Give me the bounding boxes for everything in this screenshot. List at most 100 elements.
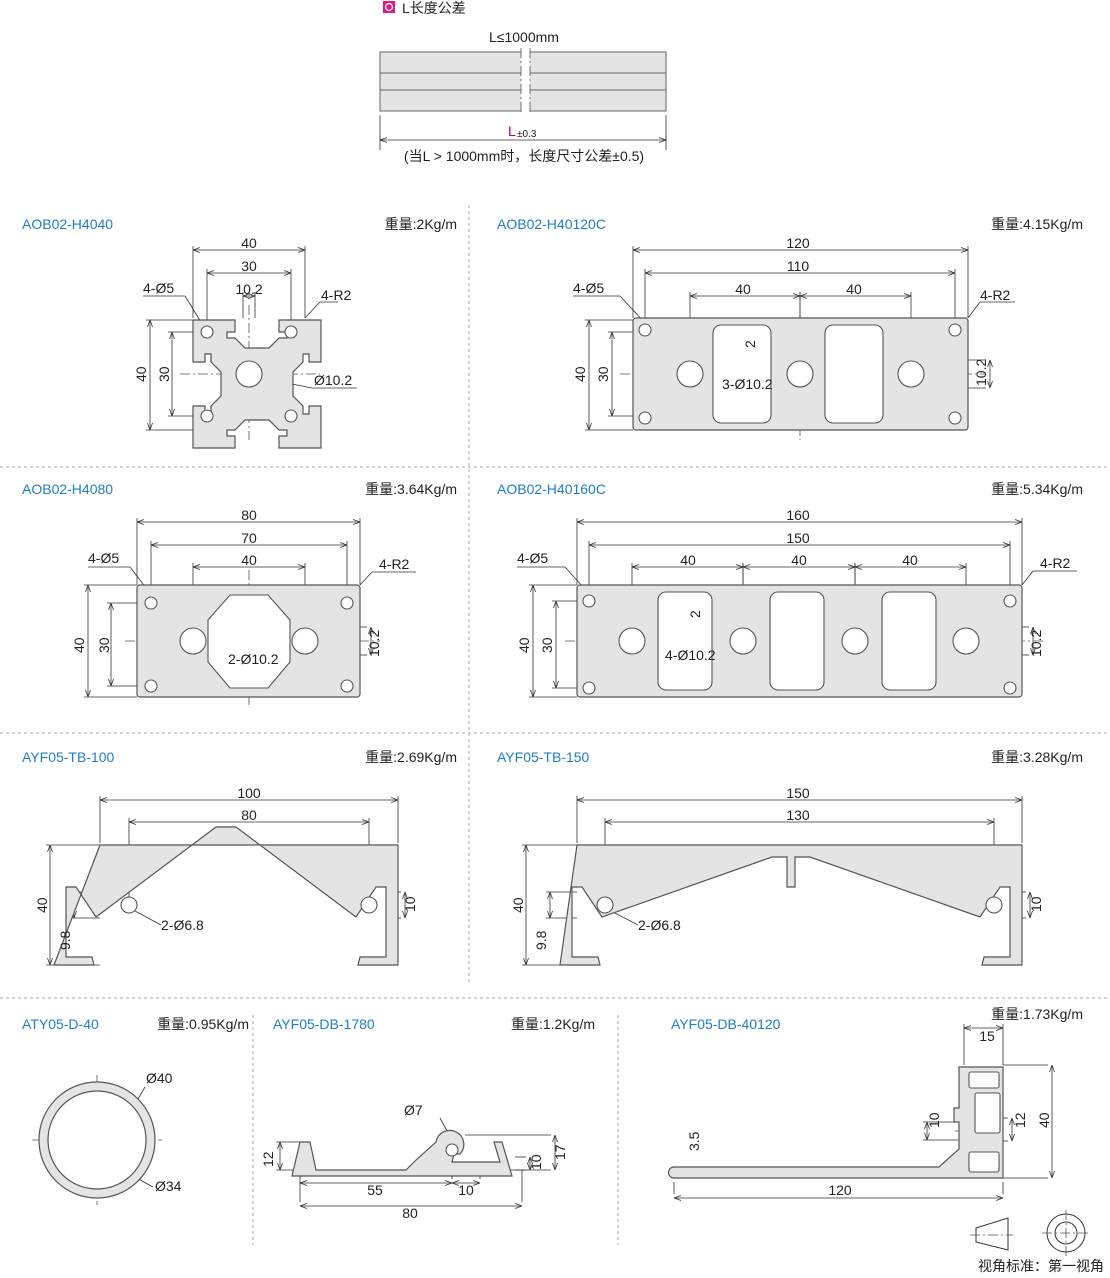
section-marker-circle <box>384 2 394 12</box>
dimension-line <box>147 422 151 431</box>
dimension-line <box>586 319 590 328</box>
dimension-line <box>1029 910 1033 919</box>
dimension-line <box>85 584 89 593</box>
dimension-line <box>1014 519 1023 523</box>
dimension-line <box>995 1195 1004 1199</box>
profile-shapes <box>38 317 1090 1256</box>
dimension-line <box>735 564 744 568</box>
dimension-line <box>379 137 388 141</box>
dimension-line <box>847 566 856 570</box>
dimension-line <box>149 422 153 431</box>
dimension-line <box>192 566 201 570</box>
dim-label: 40 <box>34 897 50 913</box>
dimension-line <box>926 1121 930 1130</box>
dimension-line <box>87 584 91 593</box>
dimension-line <box>742 564 751 568</box>
dimension-line <box>359 571 373 586</box>
dimension-line <box>631 564 640 568</box>
dim-label: Ø7 <box>404 1102 423 1118</box>
dimension-line <box>1027 910 1031 919</box>
dim-label: 9.8 <box>533 930 549 950</box>
dim-label: 40 <box>516 637 532 653</box>
dimension-line <box>926 1132 930 1141</box>
profile-tb100 <box>53 826 399 966</box>
dimension-line <box>472 1182 481 1186</box>
dimension-line <box>631 566 640 570</box>
dimension-line <box>352 521 361 525</box>
dimension-line <box>644 272 653 276</box>
dimension-line <box>530 689 534 698</box>
dimension-line <box>547 910 551 919</box>
dimension-line <box>1014 799 1023 803</box>
dim-label: 160 <box>786 507 810 523</box>
dim-label: 40 <box>241 552 257 568</box>
dim-label: 40 <box>71 637 87 653</box>
dimension-line <box>451 1182 460 1186</box>
dim-label: 10 <box>458 1182 474 1198</box>
dimension-line <box>553 680 557 689</box>
dim-label: 40 <box>846 281 862 297</box>
profile-name: AYF05-TB-150 <box>497 749 590 765</box>
dimension-line <box>1009 1133 1013 1142</box>
tolerance-value: ±0.3 <box>517 129 537 140</box>
dimension-line <box>402 910 406 919</box>
dimension-line <box>986 819 995 823</box>
dimension-line <box>632 249 641 253</box>
dim-label: 4-R2 <box>321 287 352 303</box>
dimension-line <box>99 797 108 801</box>
dimension-line <box>963 1025 972 1029</box>
dimension-line <box>586 422 590 431</box>
dimension-line <box>1021 570 1034 586</box>
dimension-line <box>192 249 201 253</box>
dimension-line <box>609 408 613 417</box>
dimension-line <box>525 957 529 966</box>
dimension-line <box>128 821 137 825</box>
dimension-line <box>632 247 641 251</box>
dimension-line <box>1027 891 1031 900</box>
tolerance-title: L长度公差 <box>402 0 466 16</box>
dimension-line <box>792 295 801 299</box>
profile-weight: 重量:4.15Kg/m <box>991 216 1083 232</box>
dimension-line <box>169 408 173 417</box>
dimension-line <box>134 910 162 926</box>
dim-label: 4-R2 <box>379 556 410 572</box>
dim-label: 30 <box>595 366 611 382</box>
dimension-line <box>299 1180 308 1184</box>
dimension-line <box>73 910 77 919</box>
dim-label: 4-R2 <box>1040 555 1071 571</box>
dimension-line <box>658 137 667 141</box>
dim-label: 10 <box>528 1154 544 1170</box>
dimension-line <box>299 1203 308 1207</box>
profile-name: AYF05-DB-40120 <box>671 1016 781 1032</box>
dimension-line <box>379 139 388 143</box>
dimension-line <box>1002 542 1011 546</box>
dimension-line <box>547 891 551 900</box>
dim-label: 2-Ø6.8 <box>161 917 204 933</box>
dim-label: 30 <box>241 258 257 274</box>
profile-db40120 <box>667 1066 1004 1179</box>
dimension-line <box>854 566 863 570</box>
dimension-line <box>297 247 306 251</box>
profile-weight: 重量:1.2Kg/m <box>511 1016 595 1032</box>
dimension-line <box>1049 1064 1053 1073</box>
dimension-line <box>1014 521 1023 525</box>
dimension-line <box>995 1025 1004 1029</box>
dimension-line <box>924 1132 928 1141</box>
dimension-line <box>368 626 372 635</box>
dim-label: 55 <box>367 1182 383 1198</box>
dimension-line <box>611 331 615 340</box>
dim-label: 100 <box>237 785 261 801</box>
dimension-line <box>297 249 306 253</box>
dim-label: 12 <box>260 1151 276 1167</box>
dimension-line <box>549 891 553 900</box>
dim-label: 150 <box>786 530 810 546</box>
dimension-line <box>527 1162 531 1171</box>
dimension-line <box>689 293 698 297</box>
dim-label: 30 <box>156 366 172 382</box>
dim-label: 10 <box>926 1112 942 1128</box>
dimension-line <box>611 408 615 417</box>
profile-d40 <box>38 1081 156 1199</box>
tolerance-L: L <box>508 123 516 139</box>
dimension-line <box>792 293 801 297</box>
dimension-line <box>958 564 967 568</box>
